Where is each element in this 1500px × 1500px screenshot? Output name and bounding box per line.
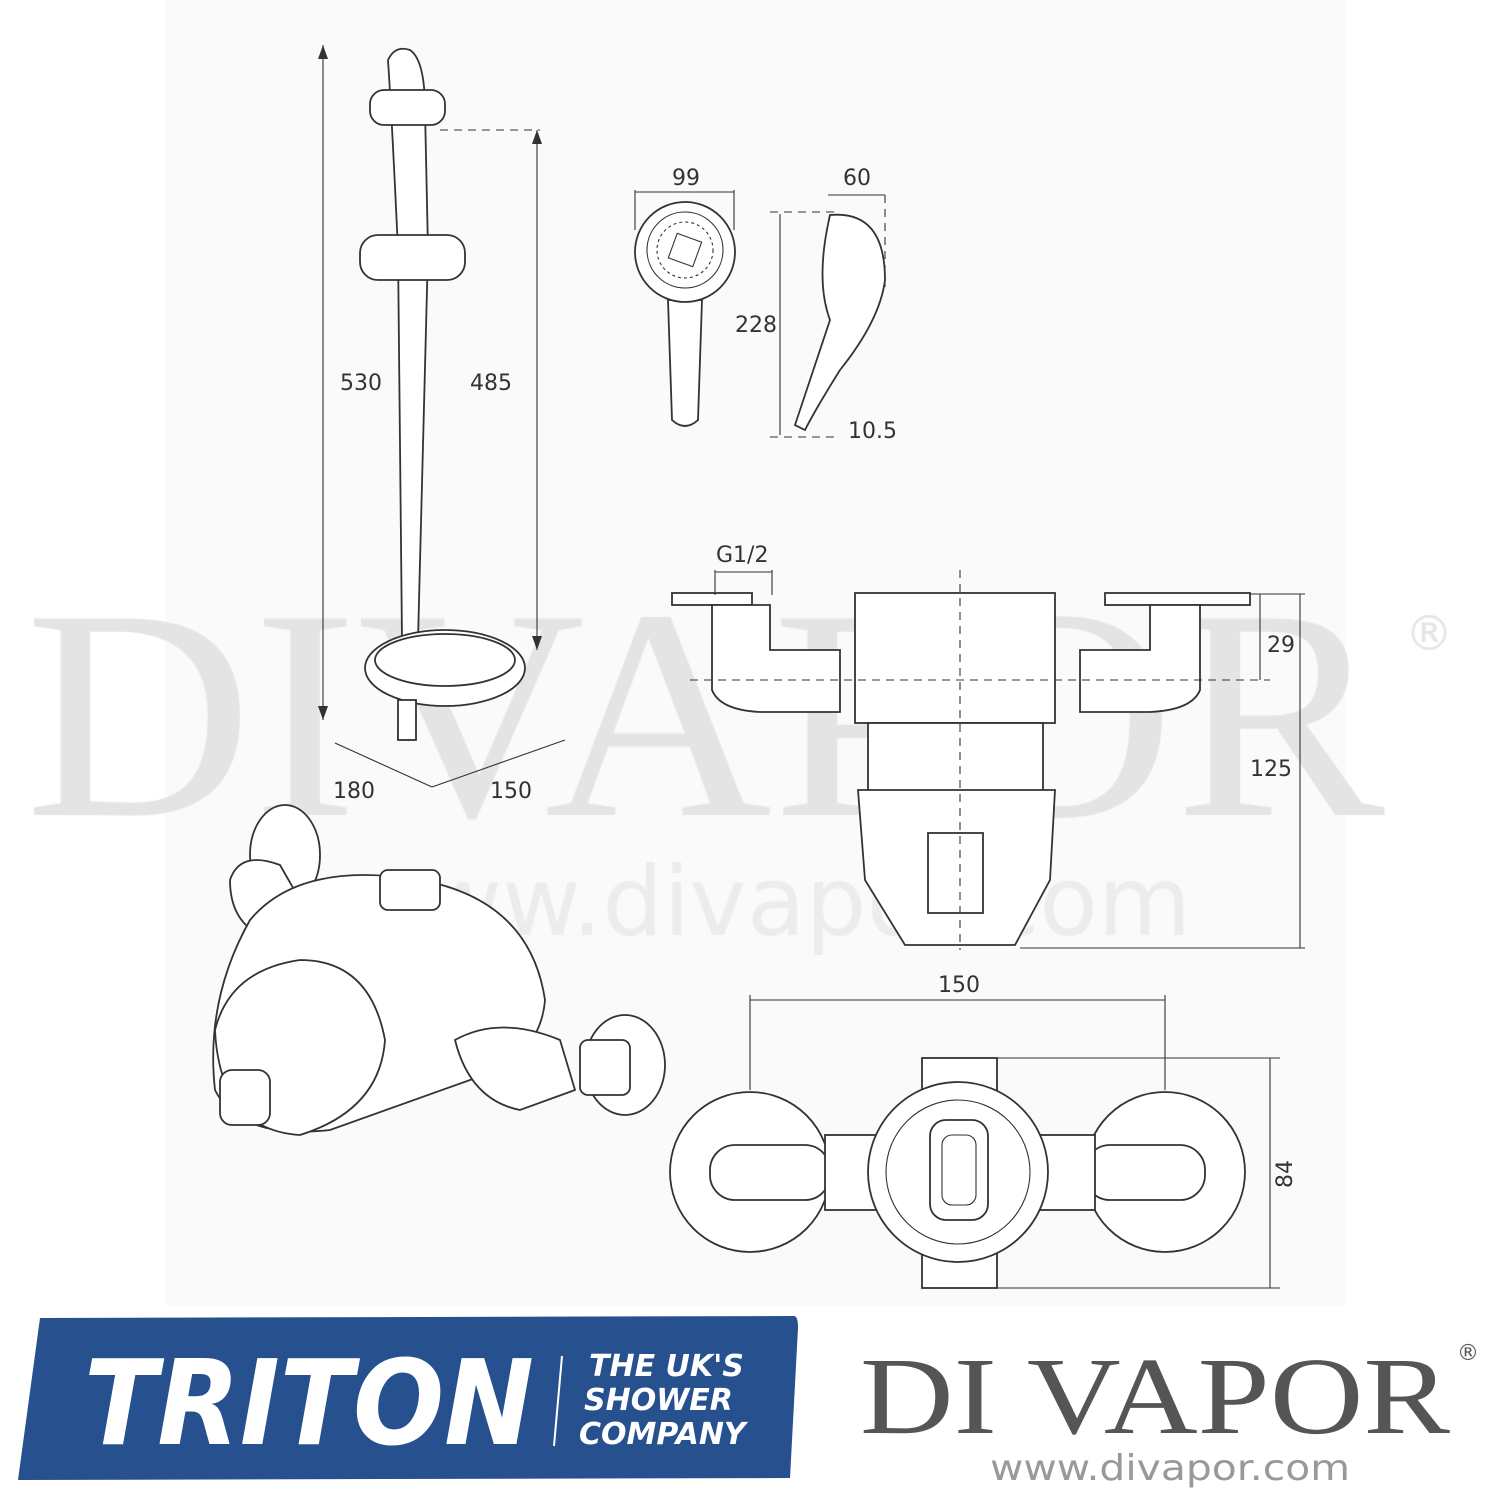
dim-10-5: 10.5 <box>848 419 897 444</box>
valve-isometric <box>212 804 666 1136</box>
triton-tagline-1: THE UK'S <box>589 1349 744 1384</box>
divapor-logo: DI VAPOR ® www.divapor.com <box>860 1335 1479 1489</box>
handset-side <box>770 194 886 438</box>
divapor-name: DI VAPOR <box>860 1335 1451 1457</box>
dim-150-dish: 150 <box>490 779 532 804</box>
valve-section <box>671 570 1305 950</box>
triton-tagline-3: COMPANY <box>579 1417 749 1452</box>
rail-dimensions <box>318 45 566 788</box>
dim-125: 125 <box>1250 757 1292 782</box>
dim-99: 99 <box>672 166 700 191</box>
handset-front <box>634 190 736 427</box>
dim-60: 60 <box>843 166 871 191</box>
dim-29: 29 <box>1267 633 1295 658</box>
dim-485: 485 <box>470 371 512 396</box>
technical-drawing: 530 485 180 150 99 60 228 10.5 <box>212 45 1305 1289</box>
dim-150-centres: 150 <box>938 973 980 998</box>
triton-logo: TRITON THE UK'S SHOWER COMPANY <box>18 1316 798 1480</box>
dim-84: 84 <box>1273 1160 1298 1188</box>
triton-logo-background <box>18 1316 798 1480</box>
dim-530: 530 <box>340 371 382 396</box>
triton-name: TRITON <box>84 1334 534 1472</box>
divapor-registered: ® <box>1457 1341 1479 1366</box>
divapor-url: www.divapor.com <box>990 1448 1350 1489</box>
dim-228: 228 <box>735 313 777 338</box>
triton-tagline-2: SHOWER <box>584 1383 733 1418</box>
riser-rail <box>359 47 526 742</box>
dim-180: 180 <box>333 779 375 804</box>
dim-g1-2: G1/2 <box>716 543 768 568</box>
valve-front <box>669 995 1280 1289</box>
